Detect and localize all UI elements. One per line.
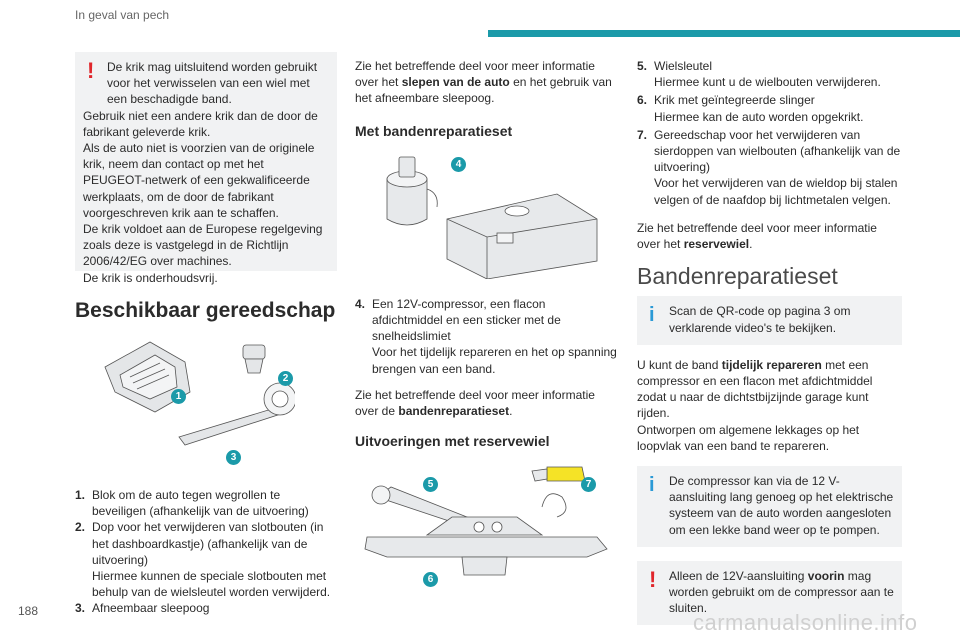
heading-repair-kit: Met bandenreparatieset: [355, 122, 513, 139]
list-item: 2.Dop voor het verwijderen van slotboute…: [75, 520, 331, 600]
compressor-illustration: [386, 156, 598, 279]
page-number: 188: [18, 604, 39, 618]
repair-kit-illustration: 4: [355, 149, 617, 284]
list-item: 7.Gereedschap voor het verwijderen van s…: [637, 127, 901, 207]
callout-5: 5: [423, 477, 438, 493]
warning-icon: !: [87, 58, 95, 83]
warning-icon: !: [649, 566, 657, 592]
heading-tyre-repair-kit: Bandenreparatieset: [637, 263, 838, 290]
info-icon: i: [649, 304, 655, 327]
warning-box-jack: ! De krik mag uitsluitend worden gebruik…: [75, 52, 337, 285]
repair-purpose: Ontworpen om algemene lekkages op het lo…: [637, 422, 860, 453]
tools-illustration: 1 2 3: [75, 337, 337, 467]
list-item: 4.Een 12V-compressor, een flacon afdicht…: [355, 296, 617, 376]
repair-intro: U kunt de band tijdelijk repareren met e…: [637, 357, 873, 421]
warning-line-3: Als de auto niet is voorzien van de orig…: [83, 141, 315, 220]
callout-2: 2: [278, 371, 293, 386]
column-2: Zie het betreffende deel voor meer infor…: [355, 52, 617, 597]
warning-line-2: Gebruik niet een andere krik dan de door…: [83, 108, 318, 139]
spare-wheel-tools-illustration: 5 7 6: [355, 457, 617, 597]
watermark: carmanualsonline.info: [693, 610, 918, 635]
heading-available-tools: Beschikbaar gereedschap: [75, 299, 336, 322]
wrench-and-jack-illustration: [364, 467, 608, 576]
callout-7: 7: [581, 477, 596, 493]
warning-line-5: De krik is onderhoudsvrij.: [83, 270, 218, 285]
warning-line-1: De krik mag uitsluitend worden gebruikt …: [107, 60, 318, 107]
repair-kit-reference: Zie het betreffende deel voor meer infor…: [355, 387, 595, 419]
list-item: 3.Afneembaar sleepoog: [75, 601, 210, 616]
warning-line-4: De krik voldoet aan de Europese regelgev…: [83, 222, 323, 269]
info-icon: i: [649, 474, 655, 497]
warning-box-front-socket: ! Alleen de 12V-aansluiting voorin mag w…: [637, 560, 902, 626]
info-box-12v: i De compressor kan via de 12 V-aansluit…: [637, 466, 902, 547]
callout-6: 6: [423, 572, 438, 588]
chock-and-towing-eye-illustration: [104, 341, 295, 446]
list-item: 1.Blok om de auto tegen wegrollen te bev…: [75, 488, 309, 519]
header-accent-bar: [488, 30, 960, 37]
column-1: ! De krik mag uitsluitend worden gebruik…: [75, 52, 337, 617]
header-section-title: In geval van pech: [75, 8, 170, 22]
tools-list: 1.Blok om de auto tegen wegrollen te bev…: [75, 487, 337, 617]
towing-reference: Zie het betreffende deel voor meer infor…: [355, 59, 612, 106]
spare-wheel-reference: Zie het betreffende deel voor meer infor…: [637, 220, 877, 252]
heading-spare-wheel: Uitvoeringen met reservewiel: [355, 433, 550, 450]
repair-kit-list: 4.Een 12V-compressor, een flacon afdicht…: [355, 296, 617, 377]
callout-3: 3: [226, 450, 241, 465]
info-box-qr: i Scan de QR-code op pagina 3 om verklar…: [637, 296, 902, 345]
callout-4: 4: [451, 156, 466, 172]
callout-1: 1: [171, 389, 186, 404]
